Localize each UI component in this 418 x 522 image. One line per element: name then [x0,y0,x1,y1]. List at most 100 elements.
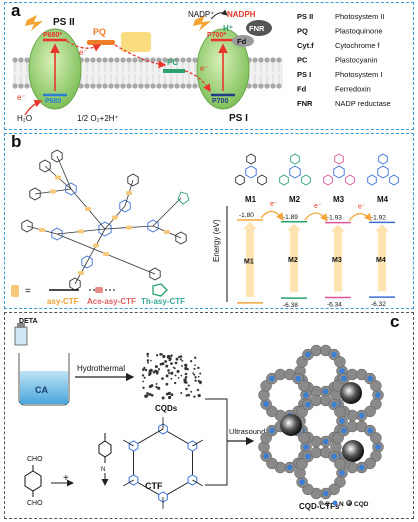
hplus-label: H⁺ [223,24,233,33]
p680-label: P680 [45,98,61,105]
panel-a-label: a [11,1,21,20]
svg-text:CHO: CHO [27,456,43,463]
svg-text:e⁻: e⁻ [79,48,88,57]
pq-label: PQ [93,27,106,37]
energy-level-m2: -1.89 -6.38 M2 [281,214,307,307]
cqd-particle [340,382,362,404]
synthesis-scheme: DETA CA Hydrothermal CQDs CHO CHO + N [14,318,384,511]
model-label: M1 [244,258,254,265]
panel-b-label: b [11,132,22,151]
legend-name: Cytochrome f [335,41,381,50]
cqd-particle [342,440,364,462]
legend-name: Ferredoxin [335,85,371,94]
homo-value: -6.34 [327,301,342,307]
lumo-value: -1.93 [327,215,342,222]
product-label: CQD-CTFs [299,502,340,511]
lumo-value: -1.92 [371,214,386,221]
lumo-value: -1.89 [283,214,298,221]
electron-transfer-arrow [348,212,372,222]
photosynthesis-diagram: PS II PS I P680* P680 e⁻ H₂O 1/2 O₂+2H⁺ … [12,9,391,124]
legend-abbr: Fd [297,85,307,94]
cytf-complex [121,32,151,52]
cqd-ctf-product [258,344,384,500]
legend-asy-ctf: asy-CTF [47,297,79,306]
atom-legend: C N CQD [318,500,369,508]
homo-value: -6.38 [283,302,298,307]
p700star-label: P700* [207,32,226,39]
svg-text:CHO: CHO [27,500,43,507]
model-structure-m3: M3 [323,153,355,204]
gap-arrow [378,230,386,292]
ctf-framework [123,417,203,509]
nadp-label: NADP⁺ [188,10,214,19]
electron-label: e⁻ [270,201,278,208]
beaker [18,353,70,406]
energy-level-m1: -1.80-6.65M1 [237,212,263,307]
gap-arrow [290,229,298,293]
legend-abbr: PC [297,56,308,65]
sun-icon [193,15,211,31]
panel-a: PS II PS I P680* P680 e⁻ H₂O 1/2 O₂+2H⁺ … [4,1,414,130]
p680star-label: P680* [43,32,62,39]
pq-carrier [87,40,115,45]
svg-text:e⁻: e⁻ [200,64,209,73]
ctf-label: CTF [145,481,163,491]
legend-ace-asy-ctf: Ace-asy-CTF [87,297,136,306]
linker-legend: = asy-CTF Ace-asy-CTF Th-asy-CTF [11,283,185,306]
merge-bracket [205,398,228,486]
legend-abbr: PS II [297,12,313,21]
gap-arrow [246,228,254,297]
model-label: M4 [377,195,389,204]
hydrothermal-label: Hydrothermal [77,364,125,373]
legend-name: Plastoquinone [335,27,383,36]
gap-arrow [334,230,342,292]
model-label: M2 [288,257,298,264]
lumo-value: -1.80 [239,212,254,219]
nitrile-monomer: N [98,433,112,473]
water-label: H₂O [17,114,32,123]
terephthalaldehyde-molecule: CHO CHO [24,456,43,507]
cqd-particle [280,414,302,436]
model-structure-m1: M1 [235,153,267,204]
fnr-complex [246,20,272,36]
panel-c-label: c [390,312,400,331]
ps2-label: PS II [53,17,75,28]
svg-text:CQD: CQD [354,501,369,508]
electron-transfer-arrow [304,212,328,222]
legend-abbr: FNR [297,99,313,108]
cqds-particles [141,352,202,400]
deta-bottle [14,323,28,346]
svg-text:C: C [325,501,330,508]
energy-level-diagram: Energy (eV) -1.80-6.65M1e⁻-1.89-6.38M2e⁻… [212,201,395,307]
model-label: M3 [333,195,345,204]
panel-c: DETA CA Hydrothermal CQDs CHO CHO + N [4,312,414,519]
legend-name: Photosystem II [335,12,385,21]
electron-label: e⁻ [358,204,366,211]
legend-name: Photosystem I [335,70,383,79]
sun-icon [25,15,43,31]
electron-label: e⁻ [314,203,322,210]
legend-name: NADP reductase [335,99,391,108]
oxygen-label: 1/2 O₂+2H⁺ [77,114,119,123]
fnr-label: FNR [249,24,265,33]
ps1-label: PS I [229,113,248,124]
asy-ctf-molecule [21,149,190,291]
legend-th-asy-ctf: Th-asy-CTF [141,297,185,306]
legend-abbr: Cyt.f [297,41,314,50]
plus-sign: + [63,473,69,484]
p700-label: P700 [212,98,228,105]
homo-value: -6.32 [371,301,386,307]
ultrasound-label: Ultrasound [229,427,265,436]
model-structure-m2: M2 [279,153,311,204]
legend-abbr: PQ [297,27,308,36]
thiophene-icon [152,283,168,297]
fd-complex [232,35,254,47]
deta-label: DETA [19,318,38,325]
linker-swatch [11,285,19,297]
